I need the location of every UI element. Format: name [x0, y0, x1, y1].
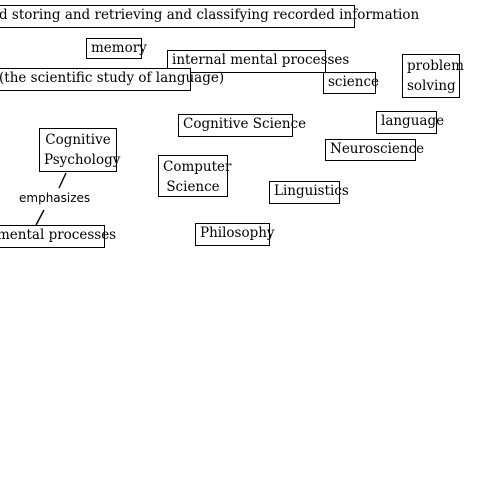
node-neuroscience[interactable]: Neuroscience — [325, 139, 424, 161]
node-storing-retrieving-information[interactable]: d storing and retrieving and classifying… — [0, 5, 419, 28]
node-linguistics[interactable]: Linguistics — [269, 181, 349, 204]
link-label-emphasizes[interactable]: emphasizes — [19, 191, 91, 205]
node-mental-processes[interactable]: mental processes — [0, 225, 116, 248]
node-language[interactable]: language — [376, 111, 444, 134]
node-internal-mental-processes[interactable]: internal mental processes — [167, 50, 349, 73]
edge-emphasizes-to-mental-processes — [35, 209, 45, 226]
node-problem-solving[interactable]: problem solving — [402, 54, 464, 98]
node-study-of-language[interactable]: (the scientific study of language) — [0, 68, 224, 91]
node-memory[interactable]: memory — [86, 38, 147, 59]
node-cognitive-science[interactable]: Cognitive Science — [178, 114, 306, 137]
node-science[interactable]: science — [323, 72, 379, 94]
node-philosophy[interactable]: Philosophy — [195, 223, 275, 246]
edge-cognitive-psychology-to-emphasizes — [58, 172, 67, 189]
node-computer-science[interactable]: Computer Science — [158, 155, 231, 197]
node-cognitive-psychology[interactable]: Cognitive Psychology — [39, 128, 120, 172]
